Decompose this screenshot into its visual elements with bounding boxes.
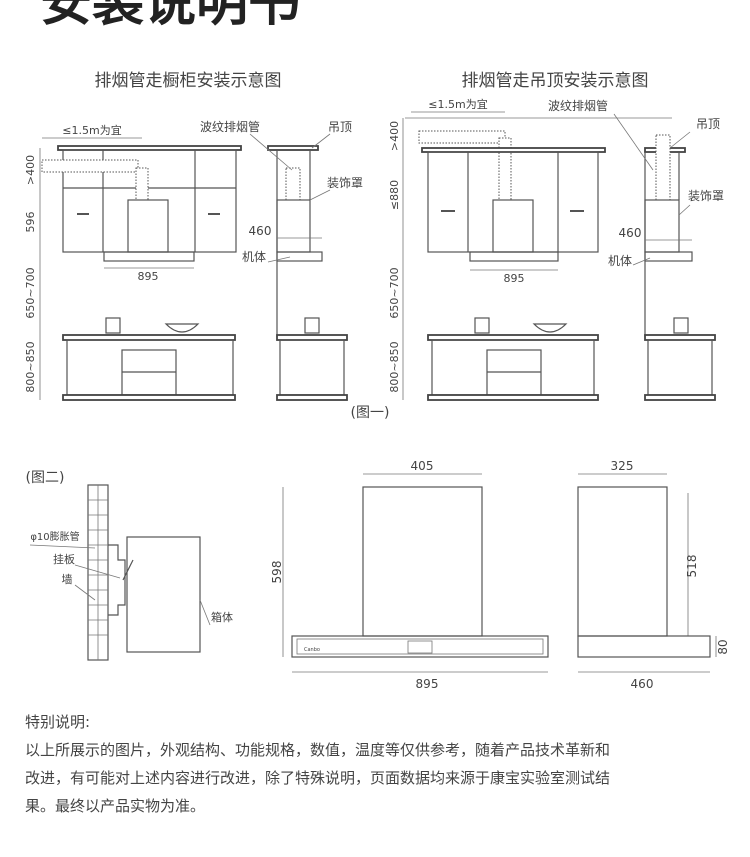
width-dim: 895 — [138, 270, 159, 283]
installation-diagrams: 安装说明书 排烟管走橱柜安装示意图 ≤1.5m为宜 >400 596 650~7… — [24, 0, 730, 691]
dim-top: >400 — [388, 121, 401, 151]
front-top-width: 405 — [411, 459, 434, 473]
special-notes: 特别说明: 以上所展示的图片，外观结构、功能规格，数值，温度等仅供参考，随着产品… — [25, 708, 735, 820]
page-title: 安装说明书 — [40, 0, 300, 33]
body-label: 机体 — [242, 250, 266, 264]
depth-dim: 460 — [619, 226, 642, 240]
cabinet-install-diagram: 排烟管走橱柜安装示意图 ≤1.5m为宜 >400 596 650~700 800… — [24, 71, 363, 401]
box-label: 箱体 — [211, 610, 233, 624]
side-depth: 460 — [631, 677, 654, 691]
cover-label: 装饰罩 — [327, 176, 363, 190]
notes-heading: 特别说明: — [25, 713, 91, 731]
width-dim: 895 — [504, 272, 525, 285]
side-view-dimensions: 325 518 80 460 — [577, 459, 730, 691]
diagram-title: 排烟管走吊顶安装示意图 — [462, 71, 649, 91]
duct-label: 波纹排烟管 — [548, 98, 608, 113]
figure1-caption: (图一) — [351, 405, 390, 421]
front-width: 895 — [416, 677, 439, 691]
wall-mount-diagram: (图二) φ10膨胀管 挂板 墙 箱体 — [26, 470, 233, 661]
dim-cabinet: 596 — [24, 212, 37, 233]
front-height: 598 — [270, 561, 284, 584]
span-label: ≤1.5m为宜 — [428, 97, 487, 111]
depth-dim: 460 — [249, 224, 272, 238]
ceiling-install-diagram: 排烟管走吊顶安装示意图 ≤1.5m为宜 >400 ≤880 650~700 80… — [388, 71, 724, 401]
duct-label: 波纹排烟管 — [200, 119, 260, 134]
figure2-caption: (图二) — [26, 470, 65, 486]
front-view-dimensions: 405 598 Canbo 895 — [270, 459, 549, 691]
wall-label: 墙 — [62, 572, 73, 586]
dim-cabinet: ≤880 — [388, 180, 401, 210]
notes-line: 改进，有可能对上述内容进行改进，除了特殊说明，页面数据均来源于康宝实验室测试结 — [25, 769, 611, 787]
dim-counter: 800~850 — [24, 341, 37, 392]
side-height: 518 — [685, 555, 699, 578]
pipe-label: φ10膨胀管 — [30, 530, 79, 543]
dim-top: >400 — [24, 155, 37, 185]
plate-label: 挂板 — [53, 552, 75, 566]
notes-line: 果。最终以产品实物为准。 — [25, 797, 206, 815]
cover-label: 装饰罩 — [688, 189, 724, 203]
diagram-title: 排烟管走橱柜安装示意图 — [95, 71, 282, 91]
side-top-width: 325 — [611, 459, 634, 473]
span-label: ≤1.5m为宜 — [62, 123, 121, 137]
notes-line: 以上所展示的图片，外观结构、功能规格，数值，温度等仅供参考，随着产品技术革新和 — [25, 741, 611, 759]
body-label: 机体 — [608, 254, 632, 268]
brand-logo: Canbo — [304, 647, 320, 653]
dim-counter: 800~850 — [388, 341, 401, 392]
dim-gap: 650~700 — [388, 267, 401, 318]
side-base-height: 80 — [716, 639, 730, 654]
ceiling-label: 吊顶 — [696, 117, 720, 131]
ceiling-label: 吊顶 — [328, 120, 352, 134]
dim-gap: 650~700 — [24, 267, 37, 318]
